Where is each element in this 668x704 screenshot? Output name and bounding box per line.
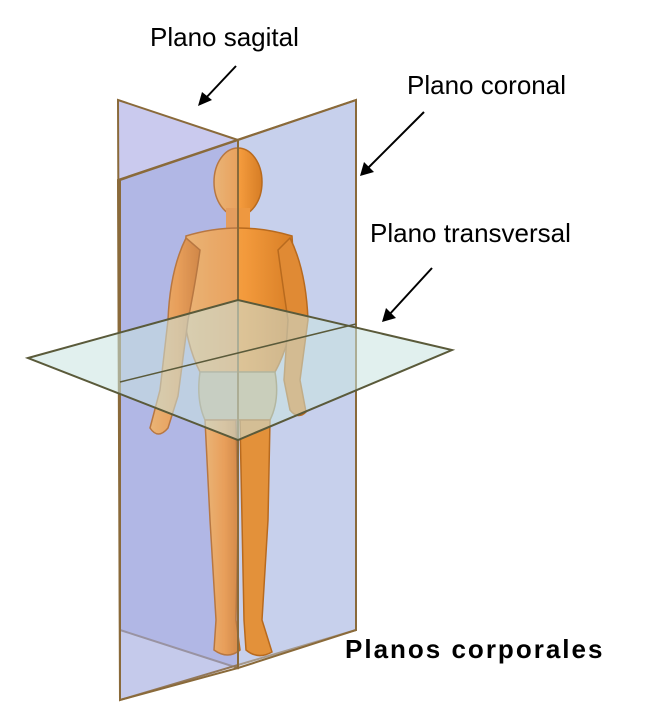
label-transverse-plane: Plano transversal	[370, 220, 571, 246]
arrow-transverse-icon	[382, 268, 432, 322]
label-sagittal-plane: Plano sagital	[150, 24, 299, 50]
label-coronal-plane: Plano coronal	[407, 72, 566, 98]
transverse-plane	[28, 300, 452, 440]
arrow-sagittal-icon	[198, 66, 236, 106]
arrow-coronal-icon	[360, 112, 424, 176]
diagram-title: Planos corporales	[345, 636, 604, 662]
